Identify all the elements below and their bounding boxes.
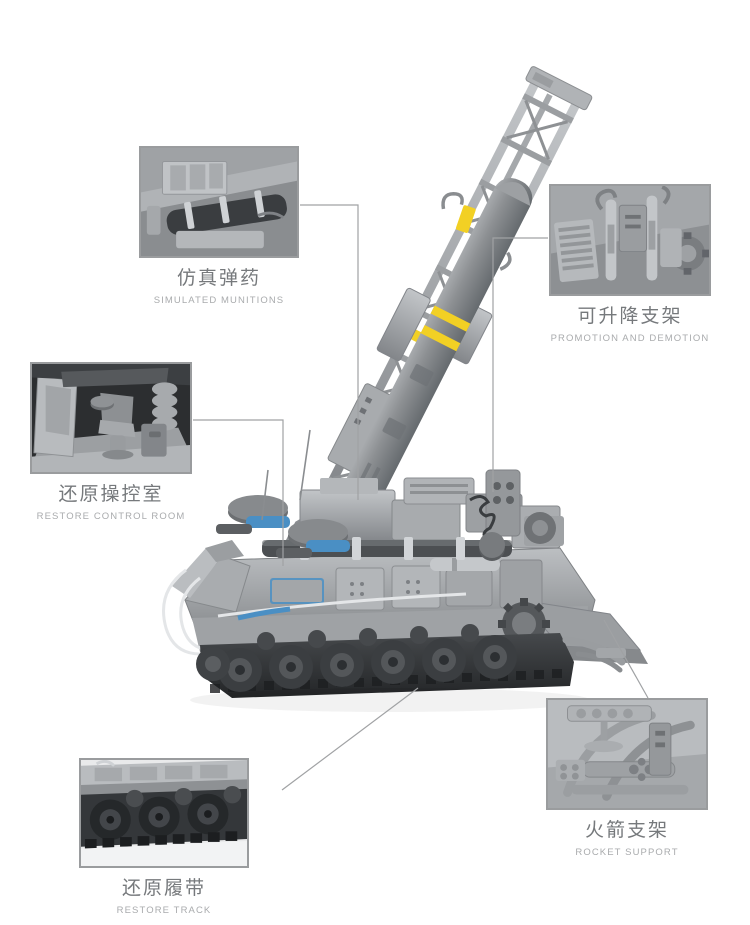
callout-munitions[interactable]: 仿真弹药 SIMULATED MUNITIONS [139, 146, 299, 306]
callout-title-en: SIMULATED MUNITIONS [153, 294, 285, 306]
side-cylinder [430, 558, 500, 571]
munitions-detail-photo[interactable] [139, 146, 299, 258]
road-wheels [218, 624, 517, 692]
callout-title-cn: 还原履带 [121, 878, 206, 899]
callout-caption: 还原操控室 RESTORE CONTROL ROOM [30, 483, 192, 522]
callout-title-cn: 仿真弹药 [176, 268, 261, 289]
callout-caption: 还原履带 RESTORE TRACK [79, 877, 249, 916]
callout-title-en: ROCKET SUPPORT [575, 846, 679, 858]
callout-caption: 火箭支架 ROCKET SUPPORT [546, 819, 708, 858]
rocket-support-detail-photo[interactable] [546, 698, 708, 810]
control-room-detail-photo[interactable] [30, 362, 192, 474]
callout-track[interactable]: 还原履带 RESTORE TRACK [79, 758, 249, 916]
callout-title-en: RESTORE TRACK [116, 904, 212, 916]
callout-title-cn: 还原操控室 [58, 484, 164, 505]
callout-title-en: PROMOTION AND DEMOTION [550, 332, 710, 344]
callout-control-room[interactable]: 还原操控室 RESTORE CONTROL ROOM [30, 362, 192, 522]
liftable-support-detail-photo[interactable] [549, 184, 711, 296]
vehicle-hull [162, 429, 648, 664]
callout-caption: 可升降支架 PROMOTION AND DEMOTION [549, 305, 711, 344]
callout-title-cn: 可升降支架 [577, 306, 683, 327]
callout-lift-support[interactable]: 可升降支架 PROMOTION AND DEMOTION [549, 184, 711, 344]
callout-title-cn: 火箭支架 [584, 820, 669, 841]
callout-rocket-support[interactable]: 火箭支架 ROCKET SUPPORT [546, 698, 708, 858]
callout-title-en: RESTORE CONTROL ROOM [36, 510, 186, 522]
callout-caption: 仿真弹药 SIMULATED MUNITIONS [139, 267, 299, 306]
coil-cable [469, 495, 496, 544]
blue-hose [237, 606, 291, 621]
track-assembly [196, 624, 574, 698]
track-detail-photo[interactable] [79, 758, 249, 868]
